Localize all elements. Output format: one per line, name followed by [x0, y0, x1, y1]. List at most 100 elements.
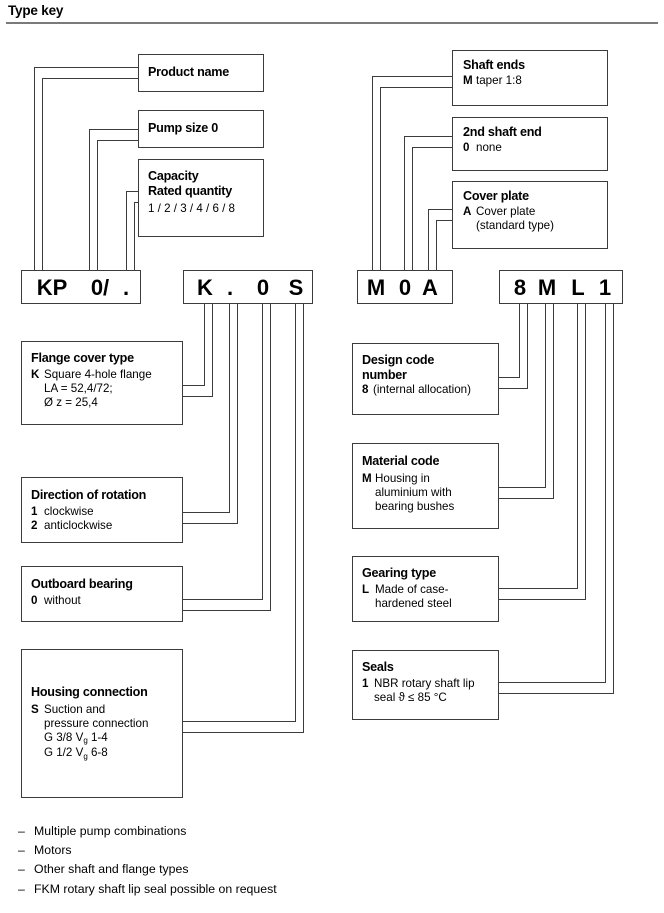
- code-char-designcode: 8: [513, 275, 527, 300]
- connector-second-shaft-top: [404, 136, 452, 138]
- connector-direction-left: [229, 302, 231, 512]
- connector-gearing-right: [585, 302, 587, 599]
- list-item: – FKM rotary shaft lip seal possible on …: [18, 880, 438, 899]
- code-char-seals: 1: [598, 275, 612, 300]
- box-outboard-bearing-line-1: 0 without: [22, 592, 182, 608]
- note-text: Multiple pump combinations: [34, 824, 187, 838]
- code-bar-3: M 0 A: [357, 270, 453, 304]
- box-housing-connection-value-1: Suction and: [44, 702, 106, 716]
- box-flange-cover-type-key-1: K: [31, 367, 40, 381]
- connector-outboard-bottom: [183, 610, 271, 612]
- connector-second-shaft-bottom: [412, 147, 452, 149]
- connector-gearing-bottom: [499, 599, 586, 601]
- code-char-2ndshaft: 0: [398, 275, 412, 300]
- box-second-shaft-end: 2nd shaft end 0 none: [452, 117, 608, 171]
- note-dash-icon: –: [18, 881, 25, 896]
- code-char-direction: .: [226, 275, 234, 300]
- note-text: Motors: [34, 843, 72, 858]
- connector-product-name-bottom: [42, 78, 138, 80]
- connector-capacity-right: [134, 202, 136, 281]
- box-capacity-values: 1 / 2 / 3 / 4 / 6 / 8: [148, 202, 236, 215]
- box-pump-size-title: Pump size 0: [148, 121, 219, 135]
- note-text: Other shaft and flange types: [34, 862, 189, 877]
- box-gearing-type-key-1: L: [362, 582, 370, 596]
- code-char-kp: KP: [36, 275, 68, 300]
- box-design-code-number-line-1: 8 (internal allocation): [353, 382, 498, 397]
- connector-pump-size-right: [97, 140, 99, 281]
- box-outboard-bearing-title: Outboard bearing: [31, 577, 133, 591]
- connector-flange-right: [212, 302, 214, 396]
- housing-g12-sub: g: [83, 751, 88, 761]
- box-material-code-line-1: M Housing in: [353, 469, 498, 486]
- connector-second-shaft-left: [404, 136, 406, 281]
- connector-cover-plate-top: [428, 209, 452, 211]
- connector-seals-left: [605, 302, 607, 682]
- box-direction-of-rotation: Direction of rotation 1 clockwise 2 anti…: [21, 477, 183, 543]
- connector-material-right: [553, 302, 555, 498]
- box-seals: Seals 1 NBR rotary shaft lip seal ϑ ≤ 85…: [352, 650, 499, 720]
- box-direction-of-rotation-value-2: anticlockwise: [44, 518, 113, 532]
- box-product-name: Product name: [138, 54, 264, 92]
- connector-housing-bottom: [183, 732, 304, 734]
- connector-capacity-bottom: [134, 202, 138, 204]
- box-housing-connection-line-3: G 3/8 Vg 1-4: [22, 731, 182, 746]
- box-direction-of-rotation-line-2: 2 anticlockwise: [22, 519, 182, 533]
- header-divider: [6, 22, 658, 24]
- connector-outboard-top: [183, 599, 263, 601]
- box-second-shaft-end-key-1: 0: [463, 140, 470, 154]
- box-outboard-bearing: Outboard bearing 0 without: [21, 566, 183, 622]
- connector-flange-top: [183, 385, 205, 387]
- connector-product-name-left: [34, 67, 36, 281]
- connector-material-left: [545, 302, 547, 487]
- code-char-flange: K: [197, 275, 213, 300]
- box-shaft-ends-value-1: taper 1:8: [476, 73, 522, 87]
- box-shaft-ends-title: Shaft ends: [463, 58, 525, 72]
- connector-design-code-left: [519, 302, 521, 377]
- housing-g12-post: 6-8: [87, 746, 108, 760]
- code-bar-2: K . 0 S: [183, 270, 313, 304]
- connector-direction-bottom: [183, 523, 238, 525]
- connector-pump-size-left: [89, 129, 91, 281]
- box-design-code-number-key-1: 8: [362, 383, 369, 396]
- box-shaft-ends: Shaft ends M taper 1:8: [452, 50, 608, 106]
- box-gearing-type-line-1: L Made of case-: [353, 581, 498, 597]
- connector-flange-bottom: [183, 396, 213, 398]
- connector-capacity-top: [126, 191, 138, 193]
- box-cover-plate-title: Cover plate: [463, 189, 529, 203]
- box-cover-plate-value-1: Cover plate: [476, 204, 536, 218]
- note-dash-icon: –: [18, 843, 25, 858]
- box-material-code-key-1: M: [362, 471, 372, 485]
- box-housing-connection-line-4: G 1/2 Vg 6-8: [22, 746, 182, 761]
- box-material-code-line-3: bearing bushes: [375, 499, 455, 513]
- box-second-shaft-end-line-1: 0 none: [453, 140, 607, 155]
- code-char-coverplate: A: [422, 275, 438, 300]
- box-direction-of-rotation-line-1: 1 clockwise: [22, 503, 182, 519]
- box-housing-connection-line-2: pressure connection: [44, 716, 149, 730]
- connector-seals-bottom: [499, 693, 614, 695]
- housing-g38-pre: G 3/8 V: [44, 730, 84, 744]
- connector-housing-right: [303, 302, 305, 732]
- connector-flange-left: [204, 302, 206, 385]
- connector-seals-right: [613, 302, 615, 693]
- box-shaft-ends-line-1: M taper 1:8: [453, 73, 607, 88]
- box-second-shaft-end-value-1: none: [476, 140, 502, 154]
- connector-second-shaft-right: [412, 147, 414, 281]
- box-housing-connection-title: Housing connection: [31, 685, 148, 699]
- connector-gearing-top: [499, 588, 578, 590]
- box-flange-cover-type-line-2: LA = 52,4/72;: [44, 381, 113, 395]
- box-direction-of-rotation-key-2: 2: [31, 518, 38, 532]
- box-capacity: Capacity Rated quantity 1 / 2 / 3 / 4 / …: [138, 159, 264, 237]
- box-shaft-ends-key-1: M: [463, 73, 473, 87]
- connector-product-name-right: [42, 78, 44, 281]
- connector-design-code-bottom: [499, 388, 528, 390]
- list-item: – Motors: [18, 841, 438, 860]
- box-second-shaft-end-title: 2nd shaft end: [463, 125, 542, 139]
- code-char-outboard: 0: [256, 275, 270, 300]
- connector-outboard-right: [270, 302, 272, 610]
- connector-direction-right: [237, 302, 239, 523]
- box-material-code: Material code M Housing in aluminium wit…: [352, 443, 499, 529]
- connector-housing-top: [183, 721, 296, 723]
- code-char-housing: S: [288, 275, 304, 300]
- housing-g38-post: 1-4: [87, 730, 108, 744]
- connector-material-bottom: [499, 498, 554, 500]
